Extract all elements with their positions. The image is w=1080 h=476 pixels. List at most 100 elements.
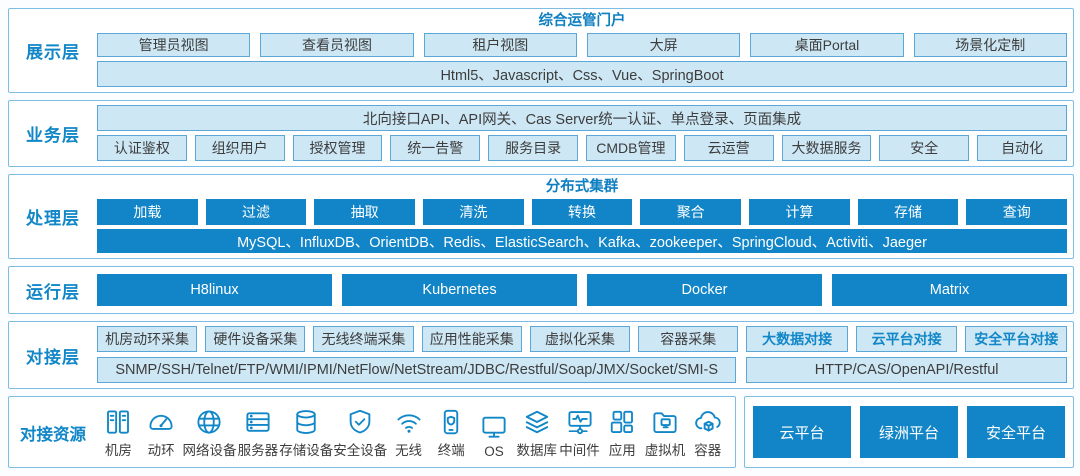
resource-label: 机房 — [104, 443, 132, 458]
external-platforms-box: 云平台绿洲平台安全平台 — [744, 396, 1074, 468]
view-button: 桌面Portal — [750, 33, 904, 57]
resource-label: 安全设备 — [333, 443, 388, 458]
business-layer-label: 业务层 — [26, 126, 80, 145]
collector-button: 应用性能采集 — [421, 326, 522, 352]
processing-stage: 存储 — [857, 199, 959, 225]
resource-item: OS — [473, 412, 516, 459]
view-button: 管理员视图 — [97, 33, 251, 57]
integration-layer: 对接层 机房动环采集硬件设备采集无线终端采集应用性能采集虚拟化采集容器采集 大数… — [8, 321, 1074, 389]
resource-label: 中间件 — [559, 443, 600, 458]
connector-button: 云平台对接 — [855, 326, 958, 352]
processing-stage: 转换 — [531, 199, 633, 225]
server-icon — [246, 412, 270, 432]
business-layer: 业务层 北向接口API、API网关、Cas Server统一认证、单点登录、页面… — [8, 100, 1074, 167]
processing-stage: 清洗 — [423, 199, 524, 225]
frontend-tech-bar: Html5、Javascript、Css、Vue、SpringBoot — [97, 61, 1067, 87]
datacenter-icon — [107, 410, 130, 434]
app-grid-icon — [611, 410, 634, 433]
runtime-platforms-row: H8linux Kubernetes Docker Matrix — [97, 274, 1067, 306]
resources-box: 对接资源 机房 动环 网络设备 服务器 — [8, 396, 736, 468]
business-module: 组织用户 — [194, 135, 285, 161]
resource-item: 动环 — [140, 407, 183, 459]
integration-buttons-row: 机房动环采集硬件设备采集无线终端采集应用性能采集虚拟化采集容器采集 大数据对接云… — [97, 326, 1068, 352]
view-button: 查看员视图 — [260, 33, 414, 57]
resource-item: 数据库 — [515, 407, 558, 459]
runtime-platform: Docker — [587, 274, 822, 306]
resource-item: 服务器 — [236, 407, 279, 459]
processing-stage: 聚合 — [640, 199, 742, 225]
resource-item: 容器 — [686, 407, 729, 459]
connector-button: 大数据对接 — [746, 326, 848, 352]
resources-label: 对接资源 — [20, 426, 86, 444]
business-module: 认证鉴权 — [97, 135, 187, 161]
resource-item: 机房 — [97, 407, 140, 459]
runtime-platform: Matrix — [832, 274, 1067, 306]
globe-icon — [197, 410, 222, 434]
business-module: 统一告警 — [390, 135, 481, 161]
view-buttons-row: 管理员视图查看员视图租户视图大屏桌面Portal 场景化定制 — [97, 33, 1067, 57]
resource-label: 应用 — [608, 443, 636, 458]
protocol-bar-north: HTTP/CAS/OpenAPI/Restful — [746, 357, 1067, 383]
resource-item: 无线 — [387, 407, 430, 459]
connector-button: 安全平台对接 — [965, 326, 1068, 352]
collector-button: 硬件设备采集 — [205, 326, 306, 352]
cluster-title: 分布式集群 — [545, 179, 619, 195]
resource-label: 终端 — [437, 443, 465, 458]
middleware-icon — [567, 411, 592, 435]
collector-button: 虚拟化采集 — [529, 326, 631, 352]
business-module: 云运营 — [683, 135, 774, 161]
runtime-platform: H8linux — [97, 274, 332, 306]
processing-stage: 计算 — [749, 199, 850, 225]
processing-layer-label: 处理层 — [26, 209, 80, 228]
resource-label: 虚拟机 — [644, 443, 686, 458]
resource-label: 容器 — [694, 443, 722, 458]
gauge-icon — [149, 414, 173, 430]
presentation-layer: 展示层 综合运管门户 管理员视图查看员视图租户视图大屏桌面Portal 场景化定制… — [8, 8, 1074, 93]
resource-item: 应用 — [601, 407, 644, 459]
processing-stage: 加载 — [97, 199, 198, 225]
view-button: 大屏 — [586, 33, 741, 57]
resource-label: OS — [484, 444, 504, 459]
resource-item: 中间件 — [558, 407, 601, 459]
connector-buttons: 大数据对接云平台对接安全平台对接 — [746, 326, 1068, 352]
portal-title: 综合运管门户 — [538, 13, 626, 29]
business-module: CMDB管理 — [585, 135, 676, 161]
container-cloud-icon — [694, 411, 721, 432]
layers-icon — [525, 410, 548, 434]
resource-label: 网络设备 — [182, 443, 237, 458]
resource-item: 虚拟机 — [644, 407, 687, 459]
processing-layer: 处理层 分布式集群 加载过滤抽取清洗转换聚合计算存储查询 MySQL、Influ… — [8, 174, 1074, 259]
monitor-icon — [482, 416, 506, 438]
view-button: 租户视图 — [423, 33, 577, 57]
resource-label: 动环 — [147, 443, 175, 458]
protocol-bar-south: SNMP/SSH/Telnet/FTP/WMI/IPMI/NetFlow/Net… — [97, 357, 737, 383]
mobile-shield-icon — [444, 409, 459, 435]
external-platform-button: 云平台 — [753, 406, 851, 458]
resource-label: 存储设备 — [279, 443, 334, 458]
business-module: 自动化 — [977, 135, 1067, 161]
view-button: 场景化定制 — [913, 33, 1067, 57]
collector-buttons: 机房动环采集硬件设备采集无线终端采集应用性能采集虚拟化采集容器采集 — [97, 326, 739, 352]
integration-layer-label: 对接层 — [26, 347, 80, 367]
resource-label: 数据库 — [516, 443, 558, 458]
external-platform-button: 安全平台 — [967, 406, 1065, 458]
shield-check-icon — [349, 409, 371, 434]
processing-stage: 查询 — [966, 199, 1068, 225]
business-module: 大数据服务 — [781, 135, 872, 161]
resource-item: 终端 — [430, 407, 473, 459]
resource-label: 服务器 — [237, 443, 279, 458]
business-module: 授权管理 — [292, 135, 383, 161]
storage-icon — [296, 410, 316, 434]
resource-item: 安全设备 — [333, 407, 387, 459]
presentation-layer-label: 展示层 — [26, 43, 80, 62]
runtime-platform: Kubernetes — [342, 274, 577, 306]
resources-row: 对接资源 机房 动环 网络设备 服务器 — [8, 396, 1074, 468]
north-api-bar: 北向接口API、API网关、Cas Server统一认证、单点登录、页面集成 — [97, 105, 1067, 131]
processing-stage: 抽取 — [314, 199, 416, 225]
processing-stages-row: 加载过滤抽取清洗转换聚合计算存储查询 — [97, 199, 1068, 225]
processing-tech-bar: MySQL、InfluxDB、OrientDB、Redis、ElasticSea… — [97, 229, 1067, 253]
collector-button: 容器采集 — [638, 326, 739, 352]
